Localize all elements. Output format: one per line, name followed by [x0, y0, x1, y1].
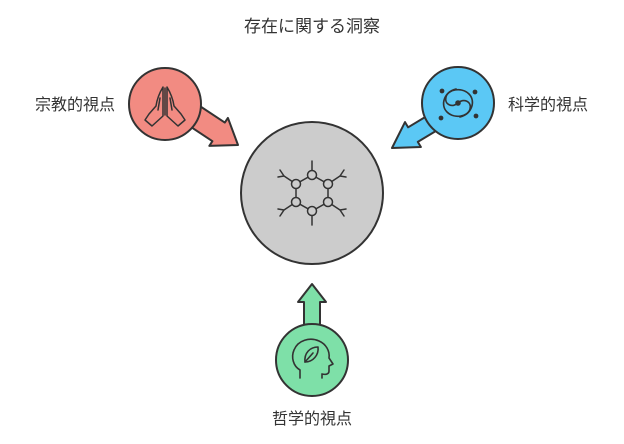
node-scientific-label: 科学的視点 — [508, 95, 588, 114]
node-philosophical: 哲学的視点 — [272, 323, 352, 428]
central-concept — [240, 121, 384, 265]
node-scientific: 科学的視点 — [421, 66, 588, 140]
node-religious: 宗教的視点 — [35, 67, 202, 141]
node-religious-label: 宗教的視点 — [35, 95, 115, 114]
molecule-icon — [277, 160, 347, 226]
arrow-philosophical-body — [297, 283, 327, 329]
node-philosophical-label: 哲学的視点 — [272, 409, 352, 428]
praying-hands-icon — [144, 86, 186, 127]
galaxy-icon — [438, 88, 479, 121]
arrow-philosophical — [297, 283, 327, 329]
diagram-title: 存在に関する洞察 — [244, 17, 380, 37]
head-leaf-icon — [291, 338, 334, 379]
central-circle — [240, 121, 384, 265]
